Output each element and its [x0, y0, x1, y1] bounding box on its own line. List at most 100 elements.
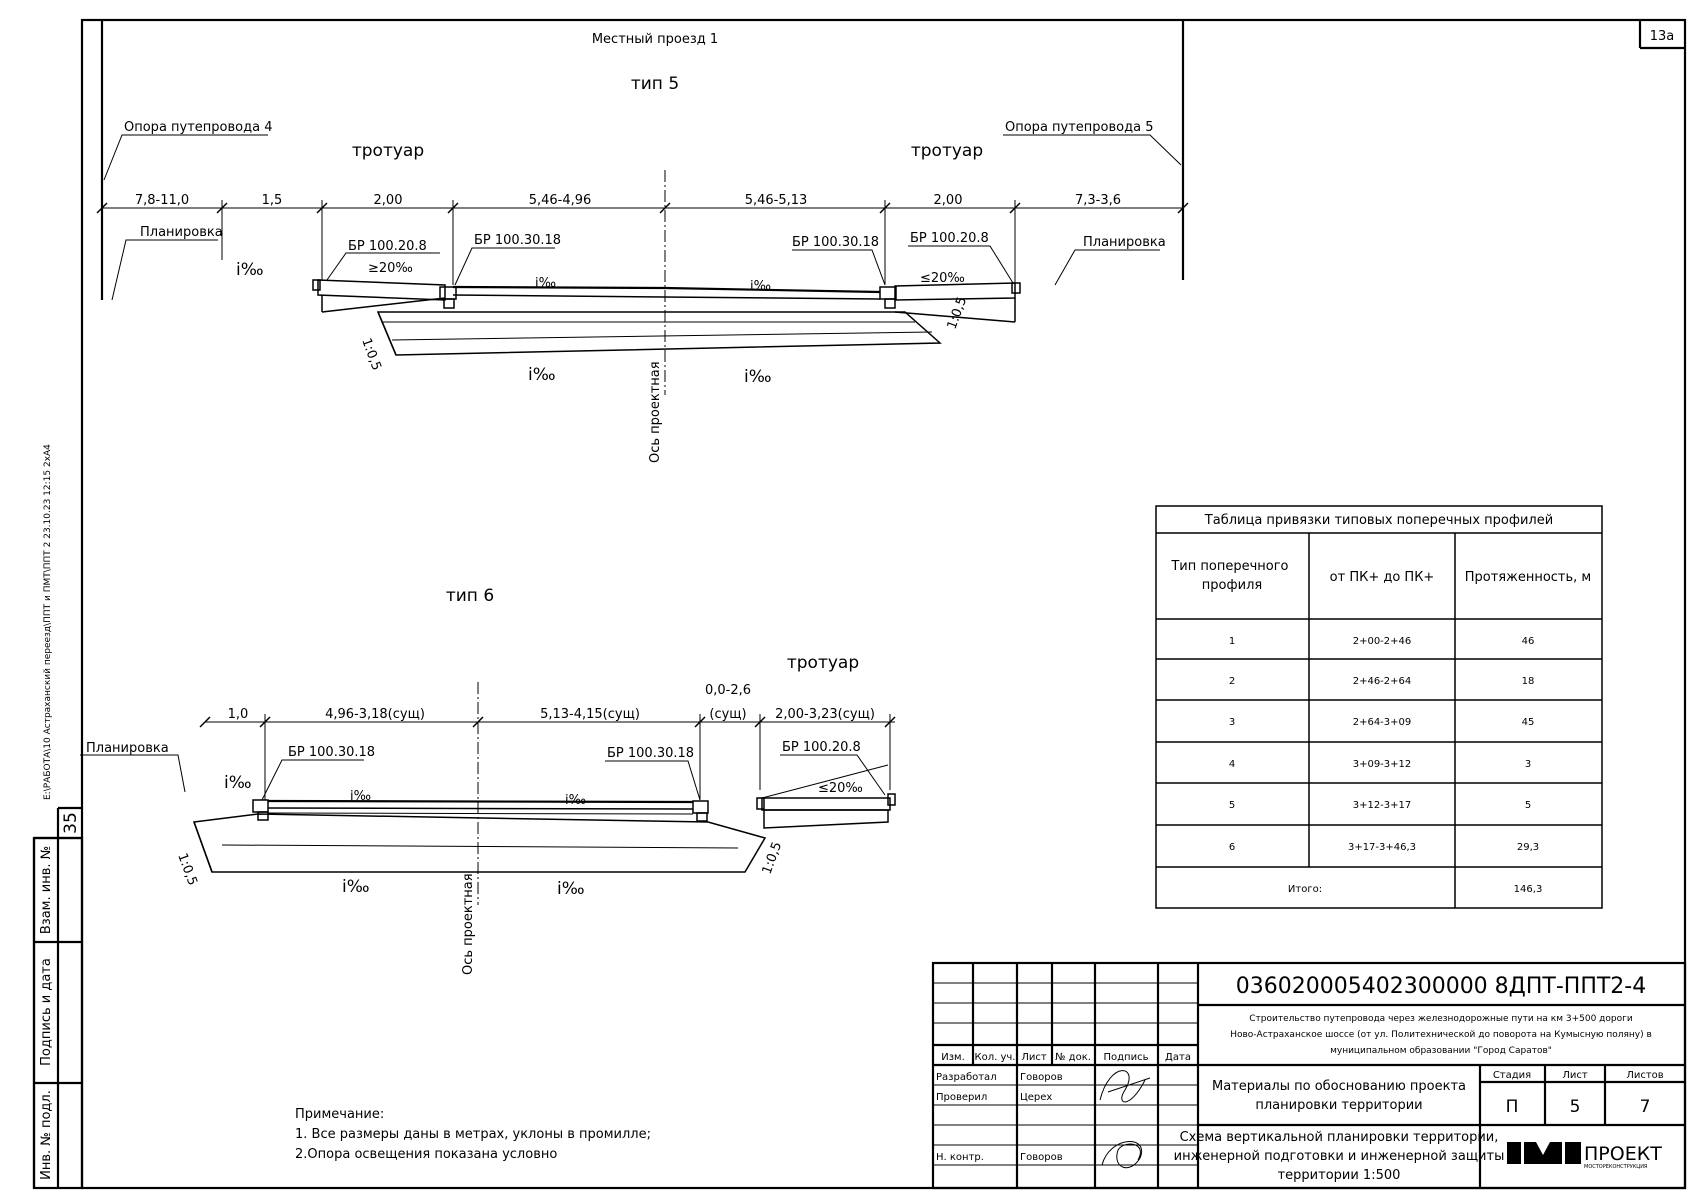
col-podp: Подпись: [1104, 1052, 1149, 1063]
type5-curb-right-outer-leader: [908, 245, 1014, 284]
doc-code: 036020005402300000 8ДПТ-ППТ2-4: [1236, 974, 1647, 999]
table-row-3-len: 45: [1522, 717, 1535, 728]
type5-slope-road-right: i‰: [750, 279, 771, 294]
type6-dim-5: 2,00-3,23(сущ): [775, 707, 875, 722]
type5-dim-7: 7,3-3,6: [1075, 193, 1121, 208]
col-kol: Кол. уч.: [975, 1052, 1016, 1063]
type6-curb-right: БР 100.30.18: [607, 746, 694, 761]
sheet-title-line-1: Схема вертикальной планировки территории…: [1180, 1130, 1499, 1145]
type5-dim-6: 2,00: [934, 193, 963, 208]
type5-slope-sidewalk-left: ≥20‰: [368, 261, 413, 276]
nkontr-name: Говоров: [1020, 1152, 1063, 1163]
table-row-6-len: 29,3: [1517, 842, 1539, 853]
type6-axis-label: Ось проектная: [461, 873, 476, 975]
type6-embankment-left: 1:0,5: [174, 851, 199, 887]
type6-slope-base-right: i‰: [557, 879, 585, 899]
table-title: Таблица привязки типовых поперечных проф…: [1204, 513, 1553, 528]
type5-curb-left-inner: БР 100.30.18: [474, 233, 561, 248]
table-row-2-type: 2: [1229, 676, 1235, 687]
type5-slope-base-right: i‰: [744, 367, 772, 387]
stamp-podpis-data: Подпись и дата: [39, 958, 54, 1066]
type6-embankment-right: 1:0,5: [760, 840, 785, 876]
type5-dim-1: 7,8-11,0: [135, 193, 189, 208]
stamp-vzam-inv: Взам. инв. №: [39, 846, 54, 934]
prov-name: Церех: [1020, 1092, 1052, 1103]
sheet-title-line-2: инженерной подготовки и инженерной защит…: [1174, 1149, 1505, 1164]
type6-dim-1: 1,0: [228, 707, 249, 722]
prov-label: Проверил: [936, 1092, 987, 1103]
type6-dim-4b: (сущ): [709, 707, 746, 722]
table-row-6-pk: 3+17-3+46,3: [1348, 842, 1416, 853]
col-izm: Изм.: [941, 1052, 965, 1063]
table-row-6-type: 6: [1229, 842, 1235, 853]
type6-curb-right-leader: [605, 760, 701, 801]
list-label: Лист: [1562, 1070, 1588, 1081]
type5-title: тип 5: [631, 74, 679, 94]
type5-curb-right-inner: БР 100.30.18: [792, 235, 879, 250]
type6-curb-left: БР 100.30.18: [288, 745, 375, 760]
left-stamp: [32, 806, 84, 1190]
type6-slope-sidewalk: ≤20‰: [818, 781, 863, 796]
type5-slope-sidewalk-right: ≤20‰: [920, 271, 965, 286]
table-header-type-line2: профиля: [1202, 578, 1262, 593]
notes-line-2: 2.Опора освещения показана условно: [295, 1147, 557, 1162]
table-total-value: 146,3: [1514, 884, 1543, 895]
top-title: Местный проезд 1: [592, 32, 718, 47]
table-header-length: Протяженность, м: [1465, 570, 1592, 585]
col-list: Лист: [1021, 1052, 1047, 1063]
table-row-1-pk: 2+00-2+46: [1353, 636, 1412, 647]
stage-value: П: [1506, 1097, 1519, 1117]
listov-label: Листов: [1626, 1070, 1663, 1081]
razrab-name: Говоров: [1020, 1072, 1063, 1083]
sheet-title-line-3: территории 1:500: [1278, 1168, 1401, 1183]
type6-slope-road-left: i‰: [350, 789, 371, 804]
type5-sidewalk-left: тротуар: [352, 141, 424, 161]
notes-title: Примечание:: [295, 1107, 384, 1122]
type5-dim-3: 2,00: [374, 193, 403, 208]
table-row-1-type: 1: [1229, 636, 1235, 647]
signature-razrab: [1099, 1070, 1151, 1103]
type6-grading: Планировка: [86, 741, 169, 756]
table-row-4-type: 4: [1229, 759, 1235, 770]
type5-dim-2: 1,5: [262, 193, 283, 208]
type5-grading-left: Планировка: [140, 225, 223, 240]
type5-curb-right-inner-leader: [792, 249, 886, 286]
type5-dim-4: 5,46-4,96: [529, 193, 592, 208]
stage-label: Стадия: [1493, 1070, 1531, 1081]
table-row-5-type: 5: [1229, 800, 1235, 811]
sheet-frame: [80, 18, 1687, 1190]
type5-drawing: [96, 20, 1189, 395]
type6-dim-2: 4,96-3,18(сущ): [325, 707, 425, 722]
logo-text: ПРОЕКТ: [1584, 1143, 1662, 1165]
stamp-inv-podl: Инв. № подл.: [39, 1090, 54, 1180]
type6-drawing: [80, 682, 896, 905]
file-path: E:\РАБОТА\10 Астраханский переезд\ППТ и …: [43, 444, 53, 800]
razrab-label: Разработал: [936, 1072, 997, 1083]
logo-subtext: МОСТОРЕКОНСТРУКЦИЯ: [1584, 1164, 1647, 1170]
type6-dim-4: 0,0-2,6: [705, 683, 751, 698]
type5-curb-left-inner-leader: [454, 247, 555, 286]
type5-axis-label: Ось проектная: [648, 361, 663, 463]
sheet-value: 5: [1570, 1097, 1581, 1117]
type6-curb-sidewalk-leader: [780, 754, 886, 796]
table-row-1-len: 46: [1522, 636, 1535, 647]
profile-table: [1155, 505, 1603, 909]
type5-slope-base-left: i‰: [528, 365, 556, 385]
type5-grading-right: Планировка: [1083, 235, 1166, 250]
type5-support-right: Опора путепровода 5: [1005, 120, 1153, 135]
sheet-number: 13а: [1650, 29, 1675, 44]
doc-line-1: Материалы по обоснованию проекта: [1212, 1079, 1466, 1094]
sheets-value: 7: [1640, 1097, 1651, 1117]
project-line-3: муниципальном образовании "Город Саратов…: [1330, 1046, 1552, 1056]
type5-slope-grading-left: i‰: [236, 260, 264, 280]
type6-slope-grading: i‰: [224, 773, 252, 793]
table-row-2-pk: 2+46-2+64: [1353, 676, 1412, 687]
type6-slope-base-left: i‰: [342, 877, 370, 897]
table-header-pk: от ПК+ до ПК+: [1330, 570, 1435, 585]
type5-curb-right-outer: БР 100.20.8: [910, 231, 989, 246]
type5-dim-5: 5,46-5,13: [745, 193, 808, 208]
type5-sidewalk-right: тротуар: [911, 141, 983, 161]
nkontr-label: Н. контр.: [936, 1152, 984, 1163]
stamp-page-no: 35: [61, 812, 81, 834]
type5-curb-left-outer-leader: [326, 252, 440, 281]
